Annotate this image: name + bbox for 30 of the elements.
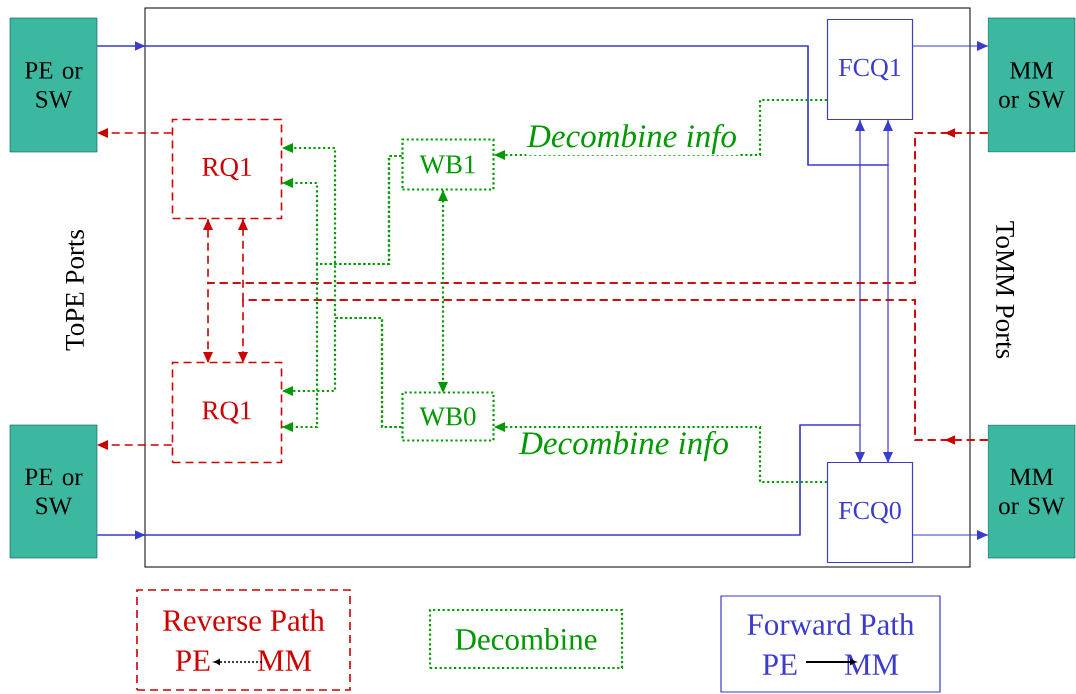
buffer-box: WB1	[401, 138, 495, 191]
arrow	[494, 98, 827, 160]
switch-box	[144, 7, 971, 568]
legend-box: Reverse Path PE MM	[136, 589, 351, 691]
arrow	[494, 422, 827, 484]
queue-box: RQ1	[171, 361, 283, 464]
queue-box: RQ1	[171, 118, 283, 220]
arrow	[96, 41, 893, 463]
edge-label: Decombine info	[526, 122, 738, 156]
arrow	[238, 299, 989, 445]
legend-box: Forward Path PE MM	[720, 595, 941, 693]
port-box: MM or SW	[987, 17, 1076, 153]
buffer-box: WB0	[401, 391, 495, 442]
port-box: PE or SW	[9, 17, 98, 153]
arrow	[912, 41, 989, 51]
arrow	[912, 530, 989, 540]
port-box: MM or SW	[987, 424, 1076, 559]
arrow	[96, 424, 865, 540]
legend-box: Decombine	[428, 608, 624, 670]
arrow	[96, 440, 173, 450]
queue-box: FCQ0	[826, 461, 914, 564]
port-label: ToPE Ports	[66, 230, 84, 351]
arrow	[282, 316, 402, 429]
arrow	[203, 128, 989, 363]
edge-label: Decombine info	[518, 429, 730, 463]
port-box: PE or SW	[9, 424, 98, 559]
arrow	[438, 190, 448, 393]
queue-box: FCQ1	[826, 18, 914, 121]
arrow	[96, 128, 173, 138]
port-label: ToMM Ports	[996, 221, 1014, 359]
